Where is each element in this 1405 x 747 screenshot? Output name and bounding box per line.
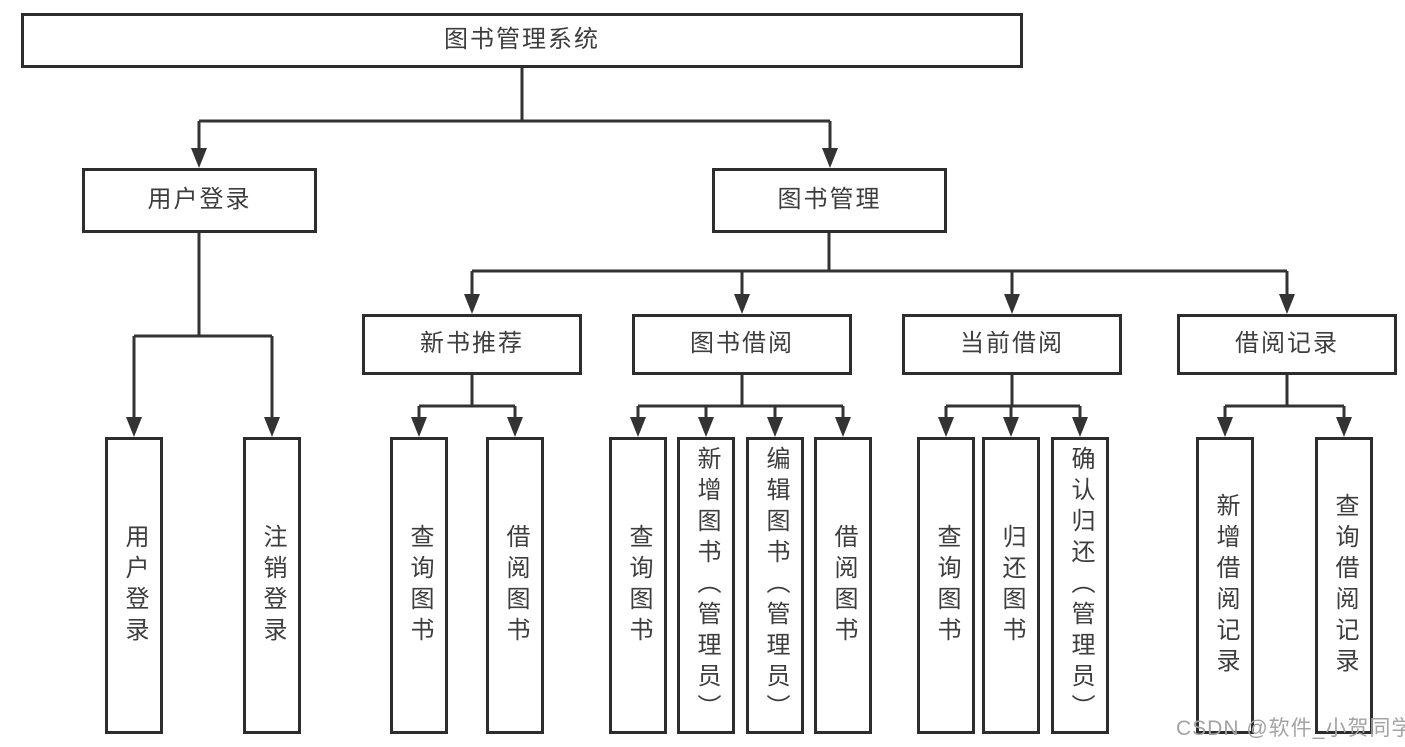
arrow-down-icon [698, 417, 714, 437]
arrow-down-icon [264, 417, 280, 437]
node-root-library-system: 图书管理系统 [21, 13, 1023, 68]
leaf-add-books-admin: 新增图书（管理员） [677, 437, 735, 734]
leaf-return-books: 归还图书 [982, 437, 1040, 734]
node-current-borrowing: 当前借阅 [902, 314, 1122, 375]
leaf-borrow-books-borrowing: 借阅图书 [814, 437, 872, 734]
arrow-down-icon [822, 148, 838, 168]
leaf-edit-books-admin: 编辑图书（管理员） [746, 437, 804, 734]
connector-user-login-branch [132, 233, 274, 419]
leaf-query-books-current: 查询图书 [917, 437, 975, 734]
connector-current-branch [944, 375, 1082, 419]
connector-lines [132, 68, 1346, 419]
node-book-borrowing: 图书借阅 [632, 314, 852, 375]
arrow-down-icon [1072, 417, 1088, 437]
leaf-query-borrow-record: 查询借阅记录 [1315, 437, 1373, 734]
arrow-down-icon [767, 417, 783, 437]
leaf-query-books-borrowing: 查询图书 [609, 437, 667, 734]
arrow-down-icon [1004, 294, 1020, 314]
leaf-user-login: 用户登录 [105, 437, 163, 734]
arrow-down-icon [1217, 417, 1233, 437]
node-new-book-recommend: 新书推荐 [362, 314, 582, 375]
arrow-down-icon [411, 417, 427, 437]
leaf-query-books-recommend: 查询图书 [390, 437, 448, 734]
arrowhead-icons [126, 148, 1352, 437]
arrow-down-icon [126, 417, 142, 437]
node-user-login: 用户登录 [82, 168, 317, 233]
node-book-management: 图书管理 [712, 168, 947, 233]
leaf-logout: 注销登录 [243, 437, 301, 734]
connector-book-mgmt-branch [470, 233, 1289, 297]
arrow-down-icon [734, 294, 750, 314]
leaf-borrow-books-recommend: 借阅图书 [486, 437, 544, 734]
arrow-down-icon [507, 417, 523, 437]
leaf-confirm-return-admin: 确认归还（管理员） [1051, 437, 1109, 734]
arrow-down-icon [630, 417, 646, 437]
arrow-down-icon [1003, 417, 1019, 437]
connector-borrowing-branch [636, 375, 845, 419]
node-borrowing-records: 借阅记录 [1177, 314, 1397, 375]
leaf-add-borrow-record: 新增借阅记录 [1196, 437, 1254, 734]
arrow-down-icon [1336, 417, 1352, 437]
arrow-down-icon [464, 294, 480, 314]
connector-recommend-branch [417, 375, 517, 419]
arrow-down-icon [191, 148, 207, 168]
arrow-down-icon [938, 417, 954, 437]
arrow-down-icon [1279, 294, 1295, 314]
connector-records-branch [1223, 375, 1346, 419]
arrow-down-icon [835, 417, 851, 437]
watermark: CSDN @软件_小贺同学 [1176, 717, 1405, 740]
connector-root-to-level2 [197, 68, 832, 150]
